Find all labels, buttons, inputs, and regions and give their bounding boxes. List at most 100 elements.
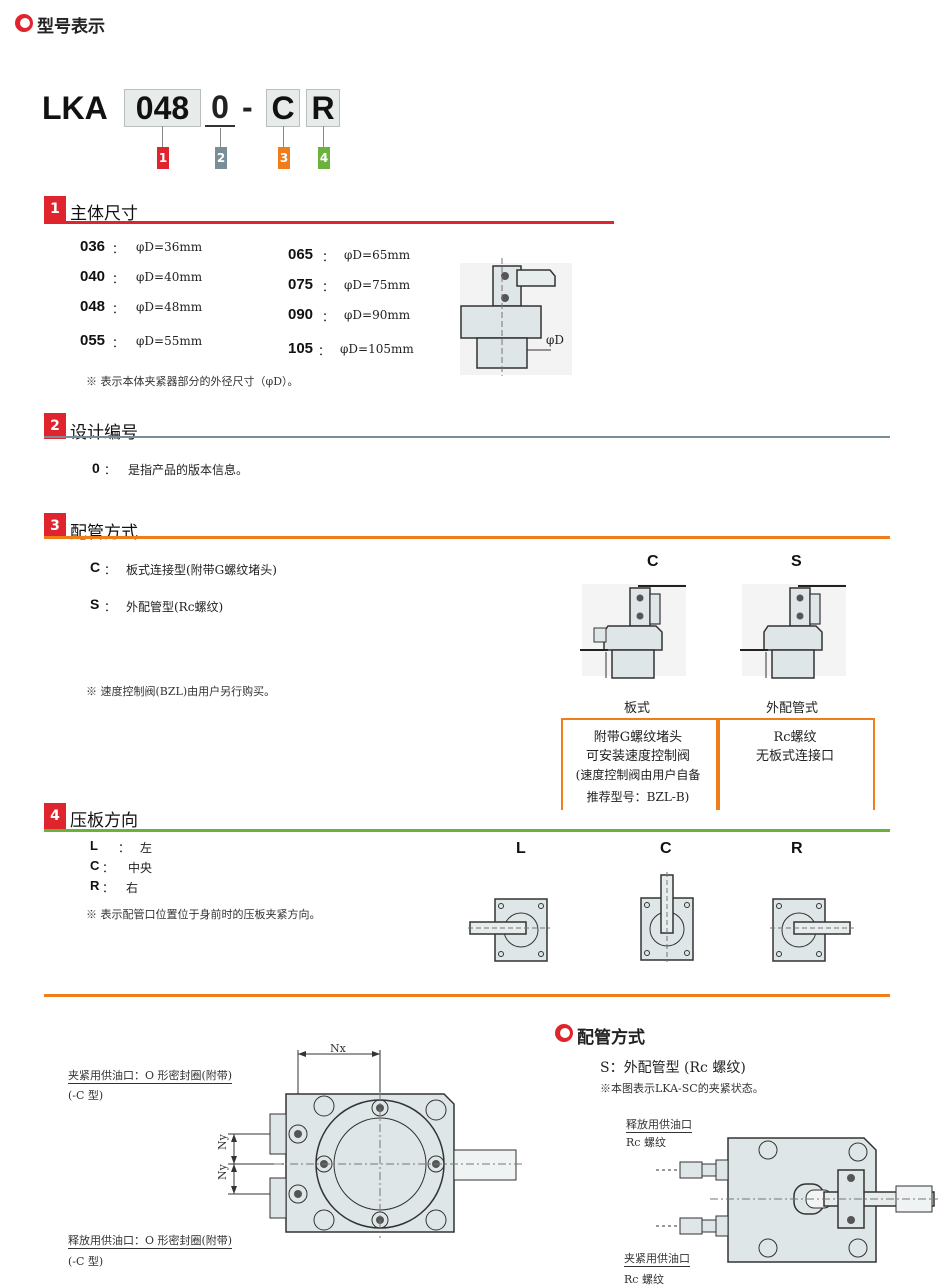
size-sep: ：: [112, 242, 125, 256]
size-val: φD=65mm: [344, 248, 411, 262]
clamp-port-label: 夹紧用供油口：O 形密封圈(附带): [68, 1069, 233, 1084]
direction-val: 中央: [128, 861, 153, 875]
section-title-4: 压板方向: [70, 811, 138, 831]
size-key: 105: [288, 340, 314, 357]
code-part-direction: R: [306, 89, 340, 127]
right-clamp-thread: Rc 螺纹: [624, 1273, 664, 1286]
release-port-label: 释放用供油口：O 形密封圈(附带): [68, 1234, 233, 1249]
size-sep: ：: [112, 336, 125, 350]
size-key: 075: [288, 276, 314, 293]
release-port-type: (-C 型): [68, 1255, 104, 1268]
size-val: φD=105mm: [340, 342, 414, 356]
design-key: 0: [92, 460, 100, 476]
section-rule-3: [44, 536, 890, 539]
piping-box-s-line: Rc螺纹: [773, 730, 817, 745]
direction-key: C: [90, 858, 100, 873]
size-sep: ：: [318, 344, 331, 358]
code-connector-3: [283, 126, 284, 148]
piping-col-c: C: [647, 553, 659, 570]
piping-caption-s: 外配管式: [766, 701, 819, 716]
dim-ny-2: Ny: [216, 1164, 229, 1180]
piping-s-drawing: [740, 584, 846, 679]
right-release-thread: Rc 螺纹: [626, 1136, 666, 1149]
piping-box-c-line: (速度控制阀由用户自备: [575, 768, 701, 782]
piping-box-c: [561, 718, 718, 810]
piping-key: C: [90, 559, 101, 575]
size-val: φD=90mm: [344, 308, 411, 322]
code-badge-1: 1: [157, 147, 169, 169]
size-key: 036: [80, 238, 106, 255]
size-key: 090: [288, 306, 314, 323]
piping-key: S: [90, 596, 100, 612]
dim-ny-1: Ny: [216, 1134, 229, 1150]
right-clamp-port: 夹紧用供油口: [624, 1252, 690, 1267]
size-val: φD=36mm: [136, 240, 203, 254]
size-note: ※ 表示本体夹紧器部分的外径尺寸（φD）。: [86, 375, 299, 388]
size-val: φD=48mm: [136, 300, 203, 314]
direction-key: L: [90, 838, 98, 853]
size-key: 048: [80, 298, 106, 315]
diameter-label: φD: [546, 333, 565, 347]
code-connector-4: [323, 126, 324, 148]
section-badge-4: 4: [44, 803, 66, 829]
section-title-2: 设计编号: [70, 423, 138, 443]
circle-bullet-icon: [555, 1024, 573, 1042]
design-val: 是指产品的版本信息。: [128, 463, 249, 477]
piping-col-s: S: [791, 553, 802, 570]
direction-col-l: L: [516, 840, 526, 857]
size-sep: ：: [112, 272, 125, 286]
right-note: ※本图表示LKA-SC的夹紧状态。: [600, 1082, 764, 1095]
size-key: 065: [288, 246, 314, 263]
direction-val: 左: [140, 841, 153, 855]
page-title: 型号表示: [37, 17, 105, 37]
code-part-piping: C: [266, 89, 300, 127]
piping-box-c-line: 可安装速度控制阀: [585, 749, 690, 764]
circle-bullet-icon: [15, 14, 33, 32]
piping-val: 外配管型(Rc螺纹): [126, 600, 224, 614]
section-title-3: 配管方式: [70, 523, 138, 543]
direction-sep: ：: [118, 841, 131, 855]
size-sep: ：: [322, 310, 335, 324]
section-rule-1: [44, 221, 614, 224]
piping-sep: ：: [104, 600, 117, 614]
code-badge-2: 2: [215, 147, 227, 169]
model-prefix: LKA: [42, 90, 108, 126]
section-badge-3: 3: [44, 513, 66, 539]
direction-note: ※ 表示配管口位置位于身前时的压板夹紧方向。: [86, 908, 321, 921]
code-dash: -: [242, 89, 253, 125]
code-part-design-text: 0: [211, 89, 229, 125]
code-connector-1: [162, 126, 163, 148]
size-key: 040: [80, 268, 106, 285]
piping-box-c-line: 附带G螺纹堵头: [593, 730, 683, 745]
direction-col-r: R: [791, 840, 803, 857]
right-title: S：外配管型 (Rc 螺纹): [600, 1060, 746, 1076]
direction-c-drawing: [640, 872, 694, 962]
size-val: φD=40mm: [136, 270, 203, 284]
bottom-heading: 配管方式: [577, 1028, 645, 1048]
piping-c-drawing: [580, 584, 686, 679]
dim-nx: Nx: [330, 1042, 346, 1055]
direction-l-drawing: [468, 898, 550, 962]
clamp-side-drawing: [460, 258, 572, 376]
right-release-port: 释放用供油口: [626, 1118, 692, 1133]
piping-note: ※ 速度控制阀(BZL)由用户另行购买。: [86, 685, 276, 698]
direction-r-drawing: [770, 898, 854, 962]
top-view-drawing: [228, 1050, 522, 1238]
clamp-port-type: (-C 型): [68, 1089, 104, 1102]
size-sep: ：: [322, 280, 335, 294]
section-badge-2: 2: [44, 413, 66, 439]
direction-col-c: C: [660, 840, 672, 857]
direction-sep: ：: [102, 881, 115, 895]
direction-key: R: [90, 878, 100, 893]
section-rule-2: [44, 436, 890, 438]
direction-val: 右: [126, 881, 139, 895]
size-val: φD=75mm: [344, 278, 411, 292]
code-part-size: 048: [124, 89, 201, 127]
piping-box-c-line: 推荐型号：BZL-B): [586, 790, 690, 804]
side-view-drawing: [656, 1137, 938, 1263]
piping-box-s-line: 无板式连接口: [755, 749, 834, 764]
size-key: 055: [80, 332, 106, 349]
code-connector-2: [220, 128, 221, 148]
code-part-design: 0: [205, 89, 235, 127]
piping-sep: ：: [104, 563, 117, 577]
